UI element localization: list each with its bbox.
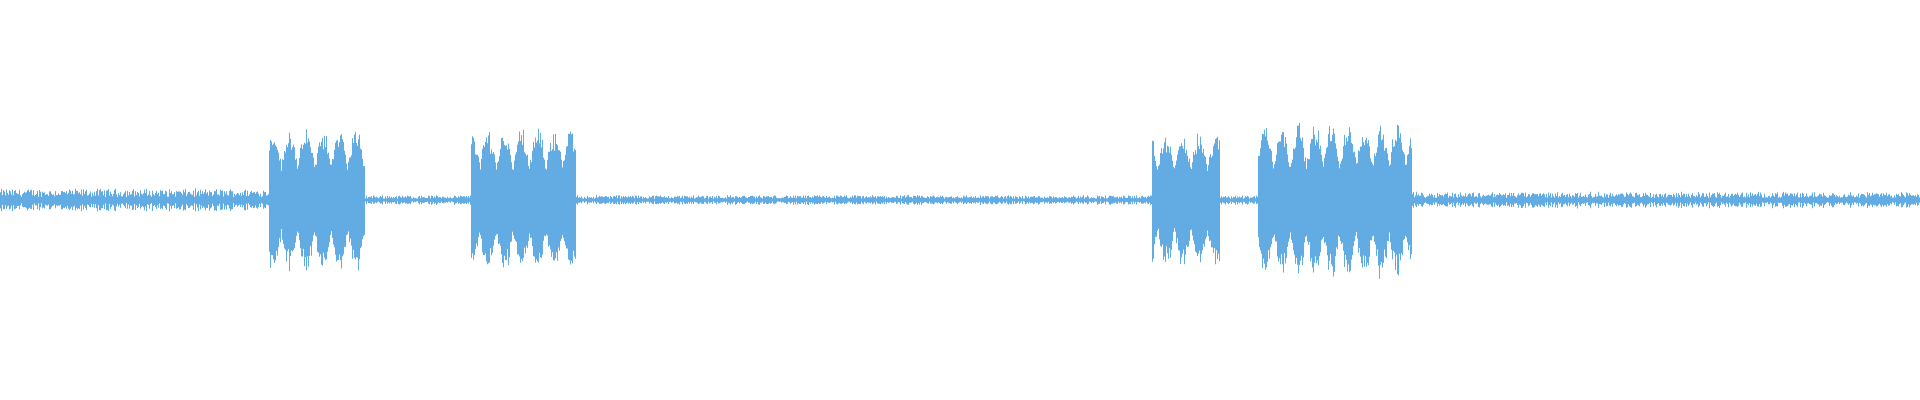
waveform-bars [0, 122, 1920, 279]
